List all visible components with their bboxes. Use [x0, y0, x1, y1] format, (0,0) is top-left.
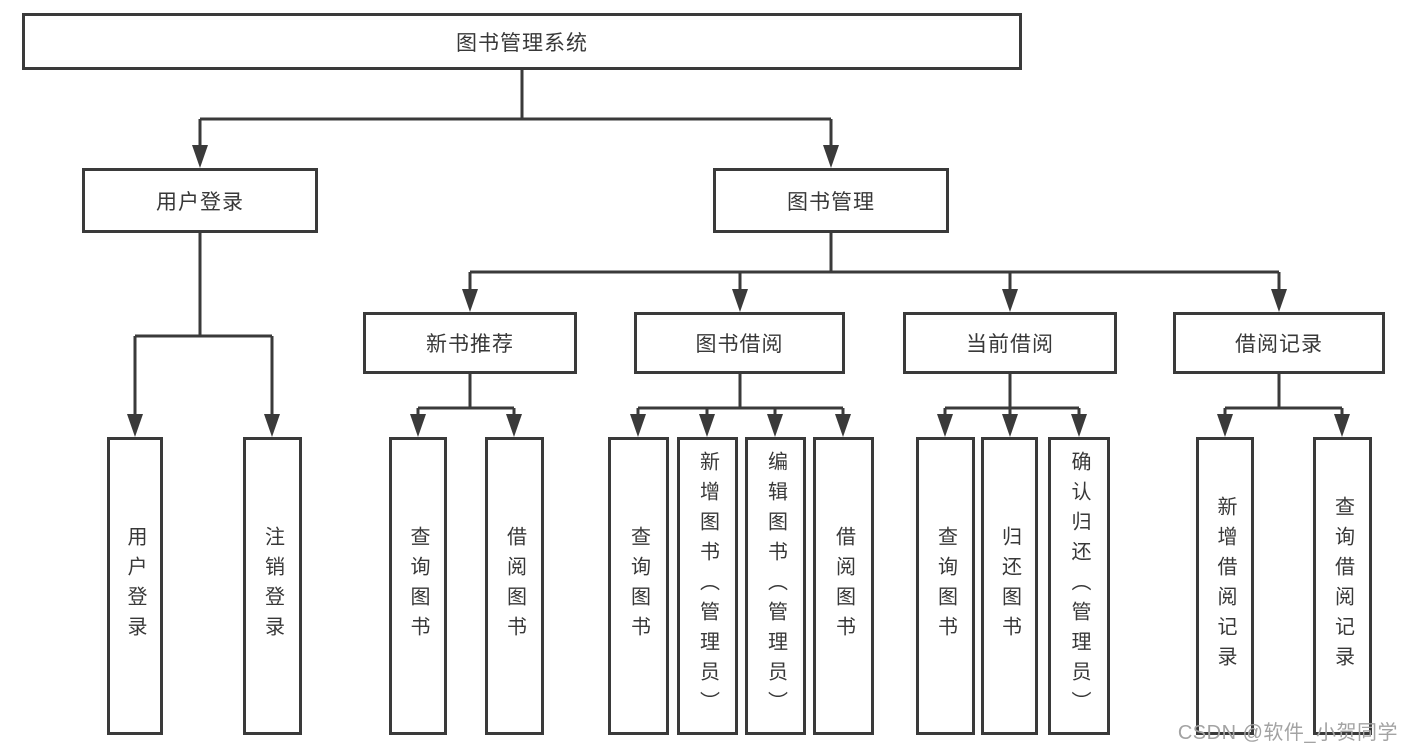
node-new-book-recommendation: 新书推荐 [363, 312, 577, 374]
leaf-query-borrow-record: 查询借阅记录 [1313, 437, 1372, 735]
node-label: 新书推荐 [426, 333, 514, 356]
leaf-logout: 注销登录 [243, 437, 302, 735]
leaf-recommend-borrow-books: 借阅图书 [485, 437, 544, 735]
leaf-add-borrow-record: 新增借阅记录 [1196, 437, 1254, 735]
leaf-label: 查询图书 [407, 526, 429, 646]
arrow-icon [127, 414, 143, 437]
arrow-icon [192, 145, 208, 168]
arrow-icon [506, 414, 522, 437]
arrow-icon [1071, 414, 1087, 437]
node-label: 图书管理 [787, 190, 875, 214]
leaf-label: 查询图书 [934, 526, 957, 646]
leaf-borrowing-query-books: 查询图书 [608, 437, 669, 735]
node-label: 图书管理系统 [456, 31, 588, 55]
node-book-borrowing: 图书借阅 [634, 312, 845, 374]
leaf-edit-book-admin: 编辑图书（管理员） [745, 437, 806, 735]
node-label: 借阅记录 [1235, 333, 1323, 356]
arrow-icon [1002, 289, 1018, 312]
node-label: 当前借阅 [966, 333, 1054, 356]
arrow-icon [732, 289, 748, 312]
leaf-return-books: 归还图书 [981, 437, 1038, 735]
arrow-icon [1002, 414, 1018, 437]
arrow-icon [410, 414, 426, 437]
arrow-icon [767, 414, 783, 437]
node-book-management: 图书管理 [713, 168, 949, 233]
leaf-label: 借阅图书 [832, 526, 855, 646]
arrow-icon [1334, 414, 1350, 437]
arrow-icon [823, 145, 839, 168]
leaf-borrowing-borrow-books: 借阅图书 [813, 437, 874, 735]
arrow-icon [264, 414, 280, 437]
arrow-icon [1217, 414, 1233, 437]
node-label: 用户登录 [156, 190, 244, 214]
arrow-icon [630, 414, 646, 437]
leaf-label: 注销登录 [261, 526, 284, 646]
leaf-label: 查询图书 [627, 526, 650, 646]
leaf-recommend-query-books: 查询图书 [389, 437, 447, 735]
leaf-add-book-admin: 新增图书（管理员） [677, 437, 738, 735]
arrow-icon [699, 414, 715, 437]
leaf-user-login: 用户登录 [107, 437, 163, 735]
leaf-label: 新增借阅记录 [1214, 496, 1236, 676]
tree-connector-path [133, 70, 1344, 415]
node-current-borrowing: 当前借阅 [903, 312, 1117, 374]
arrow-icon [462, 289, 478, 312]
leaf-current-query-books: 查询图书 [916, 437, 975, 735]
leaf-label: 归还图书 [998, 526, 1021, 646]
leaf-label: 借阅图书 [503, 526, 526, 646]
node-library-management-system: 图书管理系统 [22, 13, 1022, 70]
node-user-login: 用户登录 [82, 168, 318, 233]
arrow-icon [835, 414, 851, 437]
leaf-label: 确认归还（管理员） [1068, 451, 1090, 721]
node-borrowing-records: 借阅记录 [1173, 312, 1385, 374]
arrowheads [127, 145, 1350, 437]
leaf-confirm-return-admin: 确认归还（管理员） [1048, 437, 1110, 735]
node-label: 图书借阅 [695, 333, 784, 356]
leaf-label: 用户登录 [124, 526, 146, 646]
arrow-icon [937, 414, 953, 437]
leaf-label: 新增图书（管理员） [696, 451, 719, 721]
leaf-label: 查询借阅记录 [1331, 496, 1354, 676]
arrow-icon [1271, 289, 1287, 312]
watermark: CSDN @软件_小贺同学 [1177, 722, 1398, 744]
leaf-label: 编辑图书（管理员） [764, 451, 787, 721]
